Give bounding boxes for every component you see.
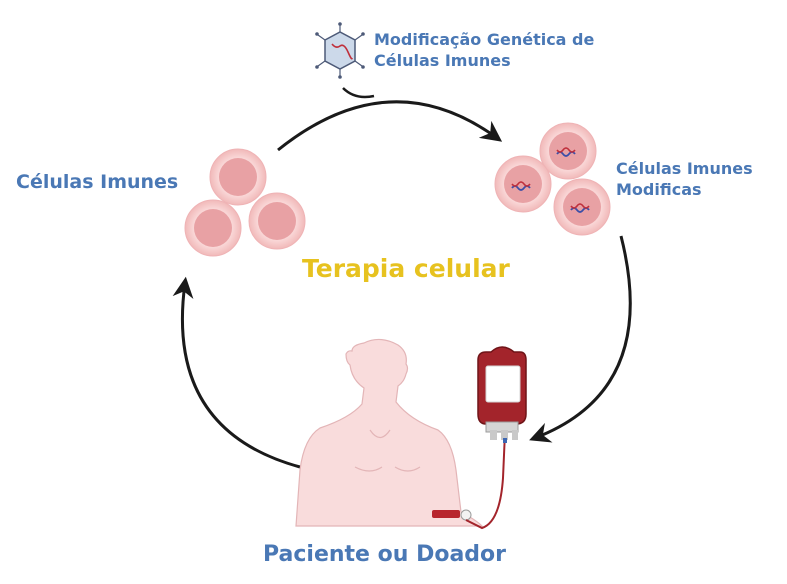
immune-cell: [184, 199, 242, 257]
modified-immune-cell: [553, 178, 611, 236]
cycle-arrow-top: [277, 100, 503, 152]
cell-therapy-title: Terapia celular: [302, 254, 510, 283]
patient-figure: [295, 338, 484, 527]
modified-cells-group: [494, 122, 611, 236]
modified-immune-cell: [539, 122, 597, 180]
immune-cells-group: [184, 148, 306, 257]
genetic-modification-line1: Modificação Genética de: [374, 30, 595, 49]
cycle-arrow-right: [529, 235, 632, 443]
modified-cells-label: Células Imunes Modificas: [616, 158, 753, 200]
immune-cell: [209, 148, 267, 206]
patient-donor-label: Paciente ou Doador: [263, 542, 507, 567]
blood-bag-icon: [477, 346, 527, 443]
modified-cells-line1: Células Imunes: [616, 159, 753, 178]
genetic-modification-label: Modificação Genética de Células Imunes: [374, 29, 594, 71]
cycle-arrow-left: [172, 276, 301, 469]
modified-cells-line2: Modificas: [616, 180, 702, 199]
virus-arrow: [342, 87, 375, 99]
viral-vector-icon: [315, 22, 365, 79]
immune-cells-label: Células Imunes: [16, 171, 179, 193]
modified-immune-cell: [494, 155, 552, 213]
iv-tube: [465, 431, 506, 530]
immune-cell: [248, 192, 306, 250]
genetic-modification-line2: Células Imunes: [374, 51, 511, 70]
